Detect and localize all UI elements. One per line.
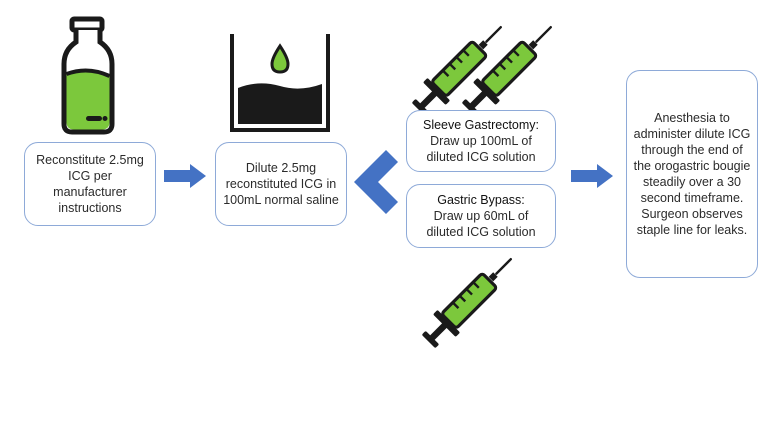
step-reconstitute-text: Reconstitute 2.5mg ICG per manufacturer … [36, 153, 144, 215]
double-chevron-arrow-icon [354, 150, 398, 214]
step-dilute-text: Dilute 2.5mg reconstituted ICG in 100mL … [223, 161, 339, 207]
gastric-bypass-title: Gastric Bypass: [437, 193, 525, 207]
anesthesia-step-text: Anesthesia to administer dilute ICG thro… [633, 111, 751, 237]
sleeve-gastrectomy-title: Sleeve Gastrectomy: [422, 118, 539, 132]
beaker-with-drop-icon [230, 34, 330, 132]
step-dilute-box: Dilute 2.5mg reconstituted ICG in 100mL … [215, 142, 347, 226]
sleeve-gastrectomy-text: Draw up 100mL of diluted ICG solution [426, 134, 536, 164]
anesthesia-step-box: Anesthesia to administer dilute ICG thro… [626, 70, 758, 278]
gastric-bypass-text: Draw up 60mL of diluted ICG solution [426, 209, 536, 239]
syringe-icon [415, 257, 513, 355]
step-reconstitute-box: Reconstitute 2.5mg ICG per manufacturer … [24, 142, 156, 226]
right-arrow-icon [571, 164, 613, 188]
sleeve-gastrectomy-box: Sleeve Gastrectomy: Draw up 100mL of dil… [406, 110, 556, 172]
vial-icon [61, 16, 115, 135]
syringe-icon [455, 25, 553, 123]
right-arrow-icon [164, 164, 206, 188]
gastric-bypass-box: Gastric Bypass: Draw up 60mL of diluted … [406, 184, 556, 248]
